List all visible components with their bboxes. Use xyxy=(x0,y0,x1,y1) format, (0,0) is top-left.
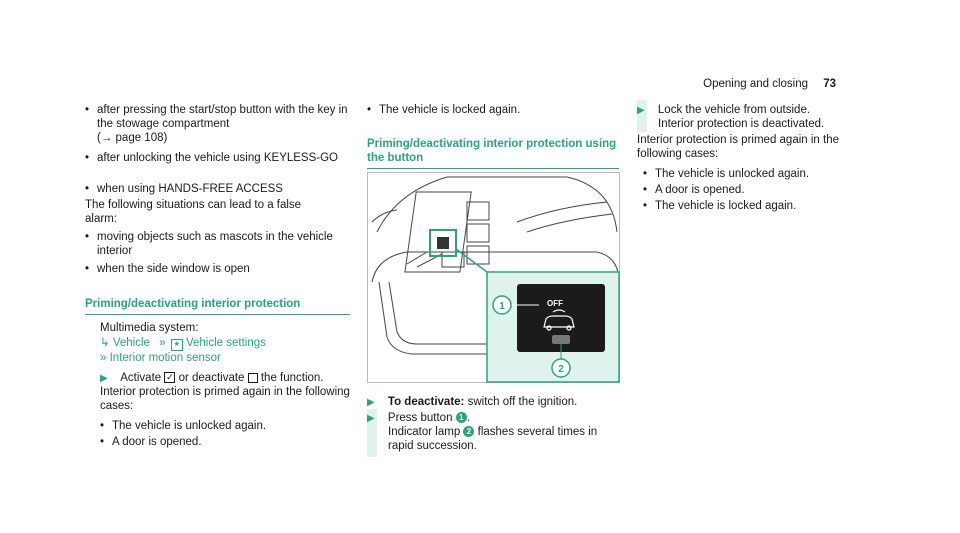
page-reference[interactable]: (→ page 108) xyxy=(97,132,168,144)
multimedia-label: Multimedia system: xyxy=(100,322,199,334)
list-item: The vehicle is locked again. xyxy=(643,199,875,213)
list-item: A door is opened. xyxy=(100,435,362,449)
lock-step: ▶ Lock the vehicle from outside. xyxy=(637,104,811,116)
activate-step: ▶ Activate ✓ or deactivate the function. xyxy=(100,372,324,384)
list-item: after unlocking the vehicle using KEYLES… xyxy=(85,151,357,165)
list-item: The vehicle is locked again. xyxy=(367,103,629,117)
list-item: when using HANDS-FREE ACCESS xyxy=(85,182,357,196)
deactivated-text: Interior protection is deactivated. xyxy=(658,118,825,130)
step-highlight-bar xyxy=(367,409,377,457)
double-chevron-icon: » xyxy=(100,352,107,364)
press-button-step: ▶ Press button 1. xyxy=(367,412,470,424)
false-alarm-intro: The following situations can lead to a f… xyxy=(85,199,302,225)
list-item: A door is opened. xyxy=(643,183,875,197)
step-triangle-icon: ▶ xyxy=(367,397,375,408)
list-item: The vehicle is unlocked again. xyxy=(100,419,362,433)
callout-2-badge: 2 xyxy=(463,426,475,438)
menu-path-2[interactable]: » Interior motion sensor xyxy=(100,352,221,364)
console-illustration: OFF 1 2 xyxy=(367,172,620,383)
checkbox-checked-icon[interactable]: ✓ xyxy=(164,372,176,384)
section-heading: Priming/deactivating interior protection xyxy=(85,297,350,315)
menu-path-1[interactable]: ↳ Vehicle » ★ Vehicle settings xyxy=(100,337,266,351)
step-triangle-icon: ▶ xyxy=(367,413,375,424)
callout-2: 2 xyxy=(558,364,564,375)
off-label: OFF xyxy=(547,299,563,308)
list-item: after pressing the start/stop button wit… xyxy=(85,103,357,145)
car-sensor-icon xyxy=(543,309,575,331)
section-heading: Priming/deactivating interior protection… xyxy=(367,137,619,169)
callout-1-badge: 1 xyxy=(455,412,467,424)
step-highlight-bar xyxy=(637,100,647,132)
list-item: when the side window is open xyxy=(85,262,352,276)
indicator-text: Indicator lamp 2 flashes several times i… xyxy=(388,426,598,452)
list-item: The vehicle is unlocked again. xyxy=(643,167,875,181)
vehicle-settings-icon: ★ xyxy=(170,339,183,351)
primed-intro: Interior protection is primed again in t… xyxy=(637,134,839,160)
page-number: 73 xyxy=(823,78,836,90)
deactivate-step: ▶ To deactivate: switch off the ignition… xyxy=(367,396,578,408)
step-triangle-icon: ▶ xyxy=(637,105,645,116)
list-item: moving objects such as mascots in the ve… xyxy=(85,230,352,258)
step-triangle-icon: ▶ xyxy=(100,373,108,384)
double-chevron-icon: » xyxy=(159,337,166,349)
callout-1: 1 xyxy=(499,301,505,312)
checkbox-empty-icon[interactable] xyxy=(247,372,258,383)
arrow-return-icon: ↳ xyxy=(100,337,110,349)
primed-intro: Interior protection is primed again in t… xyxy=(100,386,350,412)
page-header: Opening and closing 73 xyxy=(703,77,836,91)
section-title: Opening and closing xyxy=(703,78,808,90)
